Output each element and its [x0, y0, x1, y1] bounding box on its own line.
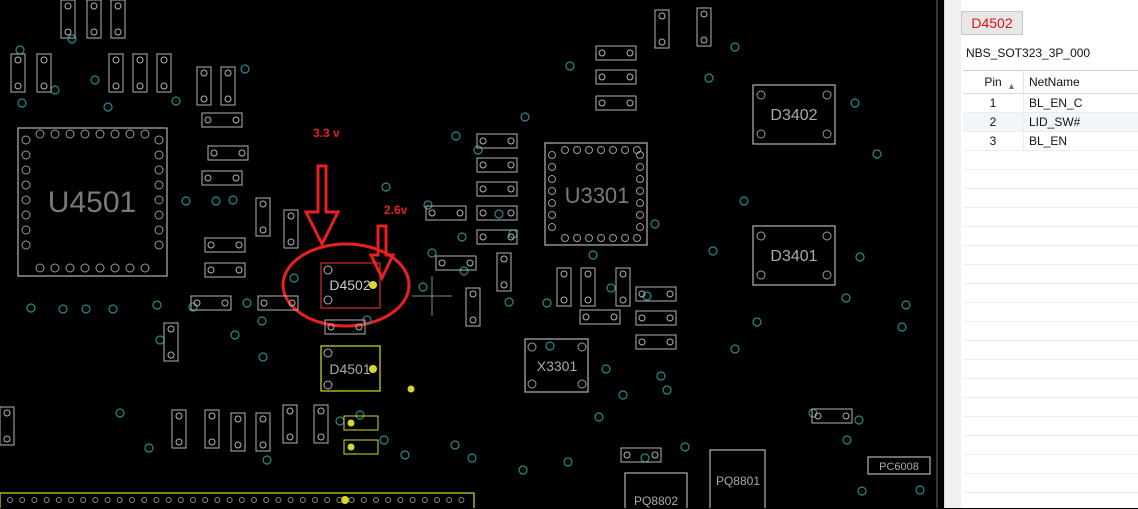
part-name: NBS_SOT323_3P_000: [966, 46, 1091, 60]
empty-row: [963, 170, 1138, 189]
chip-u3301[interactable]: U3301: [544, 142, 648, 246]
chip-label-pq8801: PQ8801: [716, 474, 760, 488]
empty-row: [963, 474, 1138, 493]
table-row[interactable]: 2 LID_SW#: [963, 113, 1138, 132]
crosshair-cursor: [412, 276, 452, 316]
column-header-pin[interactable]: Pin▲: [963, 71, 1024, 93]
empty-row: [963, 265, 1138, 284]
empty-row: [963, 284, 1138, 303]
chip-d3402[interactable]: D3402: [752, 84, 836, 145]
chip-label-d4501: D4501: [329, 361, 370, 377]
chip-x3301[interactable]: X3301: [524, 338, 589, 393]
chip-d3401[interactable]: D3401: [752, 225, 836, 286]
chip-label-u4501: U4501: [48, 186, 136, 219]
chip-pq8801[interactable]: PQ8801: [709, 449, 766, 508]
empty-row: [963, 322, 1138, 341]
chip-label-d3401: D3401: [770, 248, 817, 265]
pin-cell: 2: [963, 113, 1024, 131]
pin-cell: 1: [963, 94, 1024, 112]
empty-row: [963, 227, 1138, 246]
voltage-label-2v6: 2.6v: [384, 203, 408, 217]
chip-label-d4502: D4502: [329, 277, 370, 293]
component-name-tag: D4502: [961, 11, 1023, 35]
empty-row: [963, 417, 1138, 436]
empty-row: [963, 436, 1138, 455]
vertical-scrollbar[interactable]: [944, 0, 962, 508]
net-cell: LID_SW#: [1029, 115, 1081, 129]
empty-row: [963, 341, 1138, 360]
arrow-down-icon: [303, 164, 341, 248]
connector-outline: [0, 492, 475, 508]
chip-d4502[interactable]: D4502: [320, 262, 381, 309]
pin-table-header: Pin▲ NetName: [963, 71, 1138, 94]
empty-row: [963, 151, 1138, 170]
pcb-canvas[interactable]: U4501 U3301 D3402 D3401 D4502 D4501: [0, 0, 944, 508]
empty-row: [963, 360, 1138, 379]
chip-label-x3301: X3301: [537, 358, 578, 374]
chip-d4501[interactable]: D4501: [320, 345, 381, 392]
chip-label-d3402: D3402: [770, 107, 817, 124]
highlight-ellipse: [281, 242, 411, 328]
pin-cell: 3: [963, 132, 1024, 150]
empty-row: [963, 189, 1138, 208]
empty-row: [963, 303, 1138, 322]
chip-label-u3301: U3301: [565, 183, 630, 208]
empty-row: [963, 455, 1138, 474]
voltage-label-3v3: 3.3 v: [313, 126, 340, 140]
column-header-netname[interactable]: NetName: [1029, 75, 1080, 89]
net-cell: BL_EN_C: [1029, 96, 1083, 110]
chip-label-pc6008: PC6008: [879, 461, 919, 473]
chip-pq8802[interactable]: PQ8802: [624, 472, 688, 508]
sort-ascending-icon: ▲: [1007, 81, 1016, 91]
net-cell: BL_EN: [1029, 134, 1068, 148]
empty-row: [963, 398, 1138, 417]
chip-label-pq8802: PQ8802: [634, 494, 678, 508]
pin-table: Pin▲ NetName 1 BL_EN_C 2 LID_SW# 3 BL_EN: [963, 70, 1138, 509]
chip-u4501[interactable]: U4501: [17, 127, 168, 277]
board-view[interactable]: U4501 U3301 D3402 D3401 D4502 D4501: [0, 0, 944, 508]
empty-row: [963, 246, 1138, 265]
arrow-down-small-icon: [368, 224, 396, 282]
chip-pc6008[interactable]: PC6008: [867, 456, 931, 475]
empty-row: [963, 208, 1138, 227]
empty-row: [963, 379, 1138, 398]
component-info-panel: D4502 NBS_SOT323_3P_000 Pin▲ NetName 1 B…: [961, 0, 1138, 508]
table-row[interactable]: 1 BL_EN_C: [963, 94, 1138, 113]
table-row[interactable]: 3 BL_EN: [963, 132, 1138, 151]
